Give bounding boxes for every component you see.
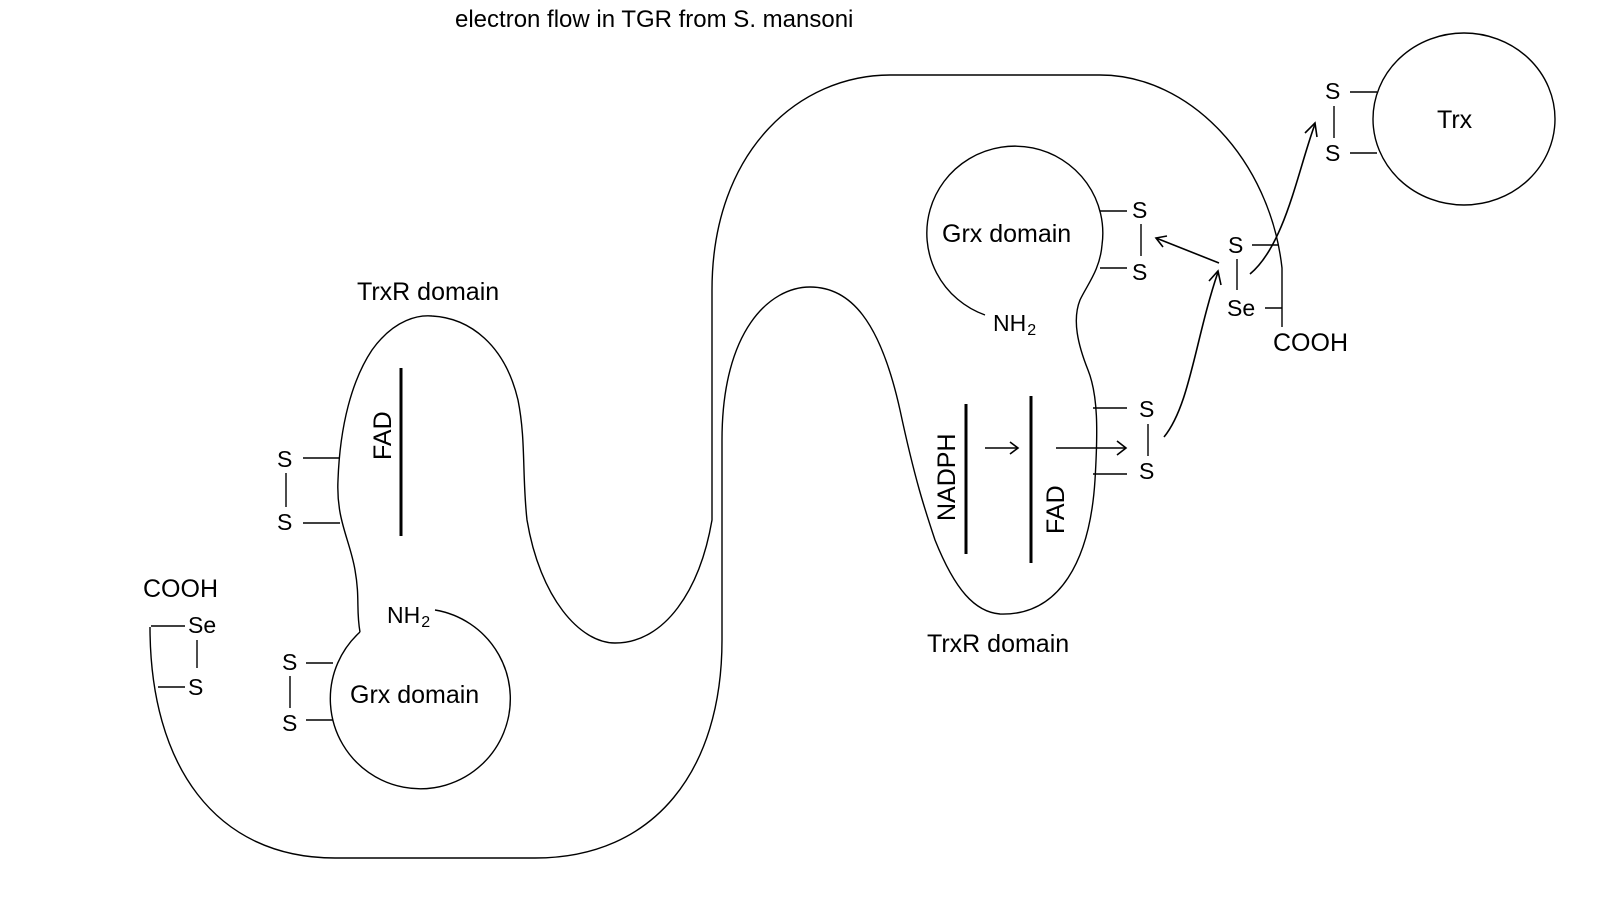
trx-label: Trx bbox=[1437, 106, 1473, 134]
trxr-domain-left-label: TrxR domain bbox=[357, 278, 499, 306]
arrow-trxr-disulfide-to-se bbox=[1163, 269, 1222, 438]
left-subunit-outline bbox=[337, 74, 1283, 644]
arrow-se-to-trx-disulfide bbox=[1249, 121, 1318, 275]
arrow-fad-to-trxr-disulfide bbox=[1056, 440, 1128, 456]
arrow-nadph-to-fad bbox=[985, 441, 1020, 455]
grx-domain-left-label: Grx domain bbox=[350, 681, 479, 709]
selenenyl-s-right: S bbox=[1228, 232, 1243, 258]
cooh-left: COOH bbox=[143, 575, 218, 603]
trxr-domain-right-label: TrxR domain bbox=[927, 630, 1069, 658]
protein-backbone-outline bbox=[149, 244, 1103, 859]
nadph-label: NADPH bbox=[933, 433, 961, 521]
selenium-left: Se bbox=[188, 612, 216, 638]
nh2-left: NH2 bbox=[387, 602, 430, 631]
selenenyl-s-left: S bbox=[188, 674, 203, 700]
grx-domain-left-outline bbox=[329, 609, 512, 790]
disulfide-s-top-left-grx: S bbox=[282, 649, 297, 675]
disulfide-s-top-right-grx: S bbox=[1132, 197, 1147, 223]
trx-circle bbox=[1372, 32, 1556, 206]
disulfide-s-top-left-trxr: S bbox=[277, 446, 292, 472]
trx-disulfide-s-bottom: S bbox=[1325, 140, 1340, 166]
grx-domain-right-outline bbox=[926, 145, 1104, 316]
disulfide-s-bottom-right-grx: S bbox=[1132, 259, 1147, 285]
selenium-right: Se bbox=[1227, 295, 1255, 321]
diagram-title: electron flow in TGR from S. mansoni bbox=[455, 6, 853, 33]
disulfide-s-bottom-left-trxr: S bbox=[277, 509, 292, 535]
grx-domain-right-label: Grx domain bbox=[942, 220, 1071, 248]
disulfide-s-bottom-right-trxr: S bbox=[1139, 458, 1154, 484]
fad-right-label: FAD bbox=[1042, 485, 1070, 534]
disulfide-s-bottom-left-grx: S bbox=[282, 710, 297, 736]
cooh-right: COOH bbox=[1273, 329, 1348, 357]
nh2-right: NH2 bbox=[993, 310, 1036, 339]
disulfide-s-top-right-trxr: S bbox=[1139, 396, 1154, 422]
fad-left-label: FAD bbox=[369, 411, 397, 460]
arrow-se-to-grx-disulfide bbox=[1154, 235, 1220, 264]
trx-disulfide-s-top: S bbox=[1325, 78, 1340, 104]
